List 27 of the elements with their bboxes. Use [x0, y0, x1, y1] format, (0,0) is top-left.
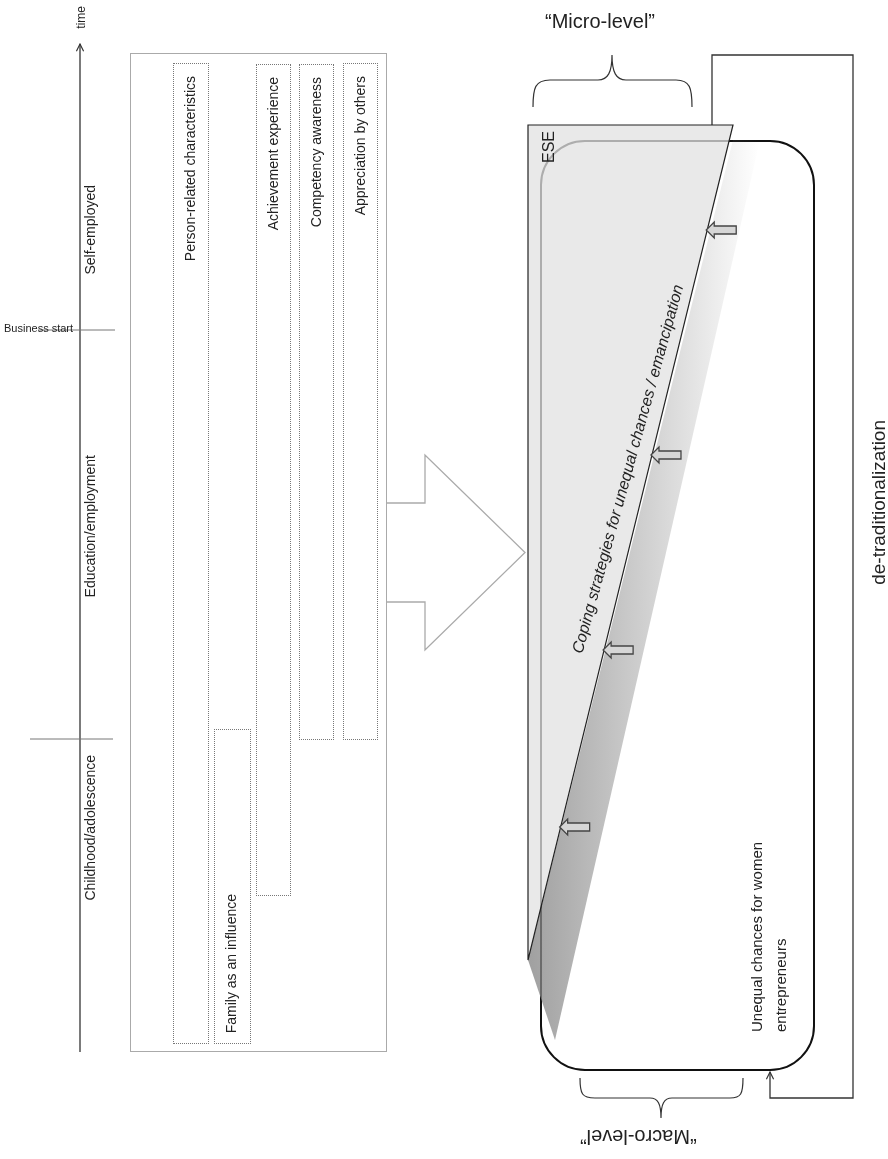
feedback-arrow	[711, 54, 854, 1099]
arrow	[650, 445, 682, 465]
arrow	[558, 817, 591, 837]
timeline-bar	[214, 729, 251, 1044]
axis-label: Self-employed	[82, 185, 98, 275]
axis-label: Childhood/adolescence	[82, 755, 98, 901]
timeline-bar	[343, 63, 378, 740]
level-label: “Macro-level”	[580, 1125, 697, 1148]
arrow	[602, 640, 634, 660]
bar-label: Competency awareness	[308, 77, 324, 228]
bar-label: Appreciation by others	[352, 76, 368, 216]
axis-label: Business start	[4, 322, 74, 334]
bar-label: Achievement experience	[265, 77, 281, 231]
bar-label: Person-related characteristics	[182, 76, 198, 262]
timeline-bar	[256, 64, 291, 896]
axis-label: Education/employment	[82, 455, 98, 598]
axis-label: time	[74, 6, 88, 29]
level-label: “Micro-level”	[545, 10, 655, 33]
timeline-bar	[299, 64, 334, 740]
node-label: Unequal chances for women entrepreneurs	[747, 840, 790, 1032]
frame-box	[130, 53, 387, 1052]
triangle-shape	[528, 125, 733, 960]
block-arrow	[386, 453, 526, 652]
bar-label: Family as an influence	[223, 893, 239, 1033]
arrow	[705, 220, 737, 240]
timeline-bar	[173, 63, 209, 1044]
node-label: ESE	[540, 131, 558, 163]
